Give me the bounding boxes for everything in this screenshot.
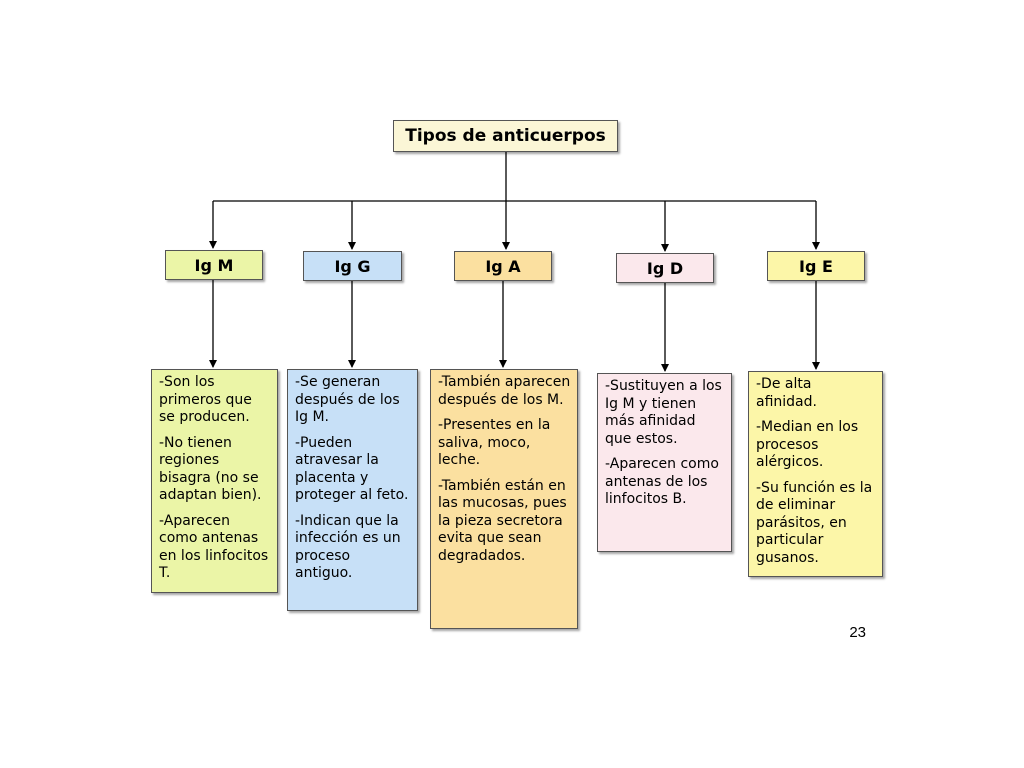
ig-a-header: Ig A — [454, 251, 552, 281]
ig-d-description: -Sustituyen a los Ig M y tienen más afin… — [597, 373, 732, 552]
ig-a-point: -También están en las mucosas, pues la p… — [438, 477, 567, 564]
ig-d-header: Ig D — [616, 253, 714, 283]
ig-g-header: Ig G — [303, 251, 402, 281]
ig-m-point: -Aparecen como antenas en los linfocitos… — [159, 512, 269, 582]
ig-g-point: -Pueden atravesar la placenta y proteger… — [295, 434, 409, 504]
ig-d-point: -Aparecen como antenas de los linfocitos… — [605, 456, 719, 507]
ig-g-point: -Se generan después de los Ig M. — [295, 374, 400, 425]
ig-m-header: Ig M — [165, 250, 263, 280]
ig-e-point: -De alta afinidad. — [756, 376, 817, 410]
page-number: 23 — [849, 624, 866, 641]
ig-d-point: -Sustituyen a los Ig M y tienen más afin… — [605, 378, 722, 447]
ig-a-point: -Presentes en la saliva, moco, leche. — [438, 417, 551, 468]
ig-m-description: -Son los primeros que se producen. -No t… — [151, 369, 278, 593]
ig-a-description: -También aparecen después de los M. -Pre… — [430, 369, 578, 629]
ig-m-point: -Son los primeros que se producen. — [159, 374, 252, 425]
ig-m-point: -No tienen regiones bisagra (no se adapt… — [159, 434, 262, 504]
ig-e-header: Ig E — [767, 251, 865, 281]
ig-a-point: -También aparecen después de los M. — [438, 374, 571, 408]
ig-e-point: -Su función es la de eliminar parásitos,… — [756, 479, 873, 566]
diagram-title: Tipos de anticuerpos — [393, 120, 618, 152]
ig-e-point: -Median en los procesos alérgicos. — [756, 419, 859, 470]
ig-g-description: -Se generan después de los Ig M. -Pueden… — [287, 369, 418, 611]
ig-g-point: -Indican que la infección es un proceso … — [295, 512, 401, 582]
ig-e-description: -De alta afinidad. -Median en los proces… — [748, 371, 883, 577]
